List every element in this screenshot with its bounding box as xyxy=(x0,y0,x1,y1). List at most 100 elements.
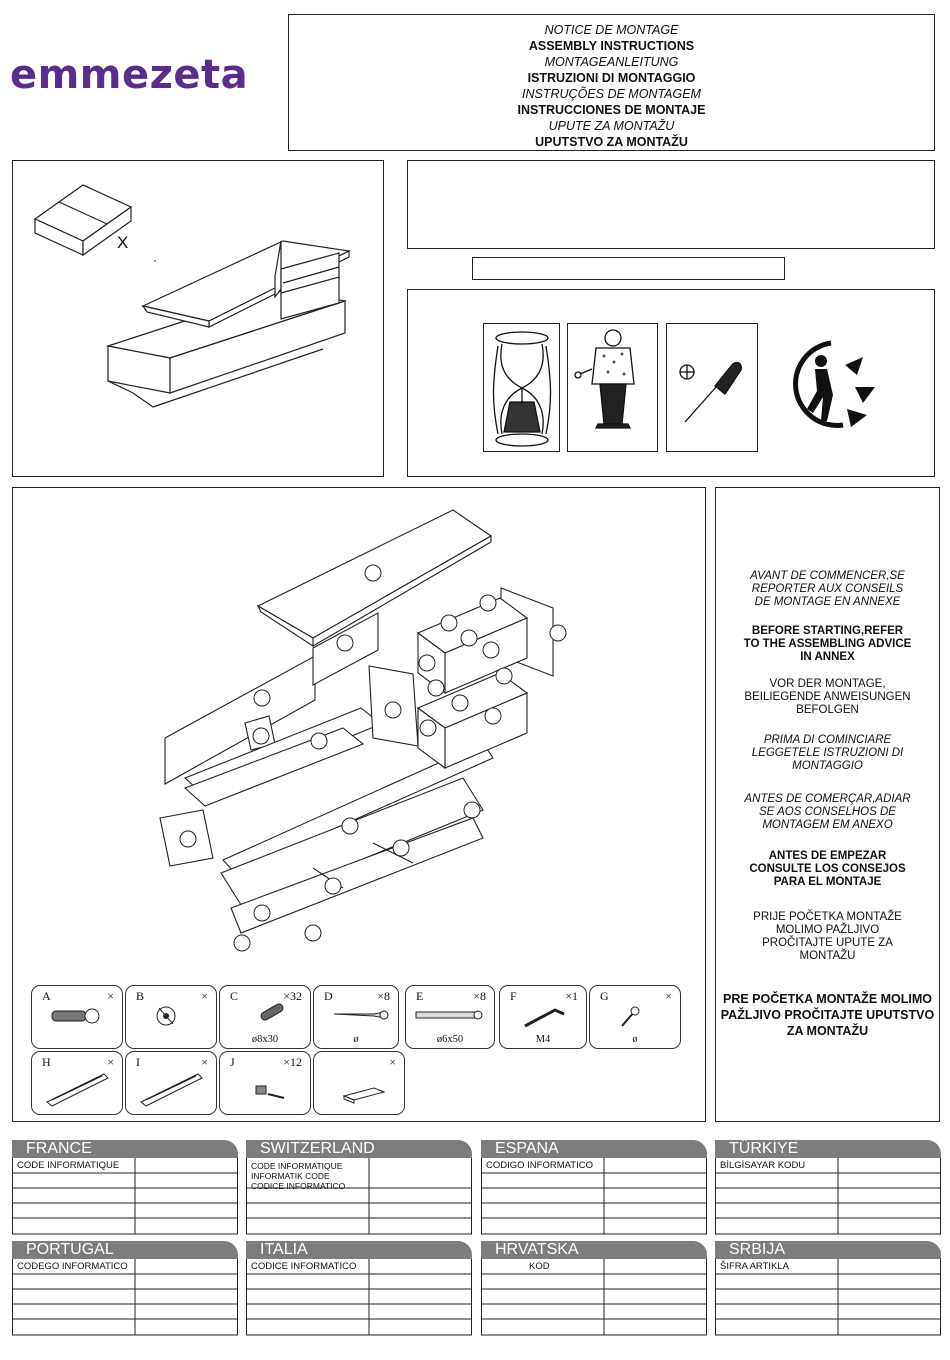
part-letter: A xyxy=(42,989,51,1003)
part-quantity: × xyxy=(389,1055,396,1069)
advice-line: ANTES DE EMPEZAR xyxy=(768,850,887,862)
country-tab: SWITZERLAND xyxy=(246,1140,472,1158)
part-dimension: ø6x50 xyxy=(436,1034,464,1045)
persons-required-tile xyxy=(567,323,658,452)
part-letter: D xyxy=(324,989,333,1003)
title-line: INSTRUÇÕES DE MONTAGEM xyxy=(522,87,701,101)
code-label: CODICE INFORMATICO xyxy=(251,1181,346,1191)
advice-line: BEFORE STARTING,REFER xyxy=(751,625,904,637)
advice-line: MONTAGGIO xyxy=(792,760,863,772)
advice-line: IN ANNEX xyxy=(800,651,855,663)
reference-field xyxy=(472,257,785,280)
part-letter: F xyxy=(510,989,517,1003)
hardware-part-c: C ×32 ø8x30 xyxy=(219,985,311,1049)
country-tab: HRVATSKA xyxy=(481,1241,707,1259)
hardware-part-i: I× xyxy=(125,1051,217,1115)
country-tab: SRBIJA xyxy=(715,1241,941,1259)
long-screw-icon xyxy=(415,1010,483,1020)
advice-line: MONTAGEM EM ANEXO xyxy=(762,819,893,831)
advice-line: PRIMA DI COMINCIARE xyxy=(763,734,892,746)
part-quantity: × xyxy=(201,1055,208,1069)
part-quantity: ×12 xyxy=(283,1055,302,1069)
code-label: CODICE INFORMATICO xyxy=(251,1261,357,1272)
advice-line: CONSULTE LOS CONSEJOS xyxy=(749,863,906,875)
code-label: KOD xyxy=(529,1261,550,1272)
advice-line: REPORTER AUX CONSEILS xyxy=(751,583,904,595)
country-code-table: CODEGO INFORMATICO xyxy=(12,1259,238,1336)
part-quantity: ×8 xyxy=(377,989,390,1003)
part-dimension: ø8x30 xyxy=(251,1034,279,1045)
advice-line: AVANT DE COMMENCER,SE xyxy=(750,570,905,582)
cam-lock-icon xyxy=(51,1008,100,1024)
title-line: UPUTSTVO ZA MONTAŽU xyxy=(535,135,688,149)
country-code-table: BİLGİSAYAR KODU xyxy=(715,1158,941,1235)
advice-line: PARA EL MONTAJE xyxy=(773,876,882,888)
advice-line: BEFOLGEN xyxy=(796,704,859,716)
part-letter: E xyxy=(416,989,424,1003)
advice-line: SE AOS CONSELHOS DE xyxy=(759,806,896,818)
country-code-table: KOD xyxy=(481,1259,707,1336)
dowel-icon xyxy=(260,1003,284,1021)
advice-line: ZA MONTAŽU xyxy=(786,1024,869,1038)
panel-piece-icon xyxy=(342,1087,386,1104)
small-screw-icon xyxy=(621,1006,640,1027)
part-letter: J xyxy=(230,1055,235,1069)
hardware-part-j: J ×12 xyxy=(219,1051,311,1115)
advice-line: PRIJE POČETKA MONTAŽE xyxy=(753,911,902,923)
part-letter: G xyxy=(600,989,609,1003)
advice-line: TO THE ASSEMBLING ADVICE xyxy=(743,638,912,650)
advice-line: PAŽLJIVO PROČITAJTE UPUTSTVO xyxy=(720,1008,935,1022)
country-code-table: CODE INFORMATIQUE xyxy=(12,1158,238,1235)
country-tab: ITALIA xyxy=(246,1241,472,1259)
drawer-rail-icon xyxy=(140,1073,203,1107)
screwdriver-icon xyxy=(679,361,742,423)
part-quantity: × xyxy=(107,989,114,1003)
hardware-part-h: H× xyxy=(31,1051,123,1115)
tools-required-tile xyxy=(666,323,758,452)
advice-line: VOR DER MONTAGE, xyxy=(769,678,886,690)
advice-line: PRE POČETKA MONTAŽE MOLIMO xyxy=(722,992,933,1006)
part-letter: C xyxy=(230,989,239,1003)
part-letter: I xyxy=(136,1055,140,1069)
hardware-part-g: G×ø xyxy=(589,985,681,1049)
part-letter: H xyxy=(42,1055,51,1069)
code-label: CODEGO INFORMATICO xyxy=(17,1261,128,1272)
part-quantity: ×1 xyxy=(565,989,578,1003)
title-line: NOTICE DE MONTAGE xyxy=(544,23,679,37)
tv-stand-illustration xyxy=(105,240,351,408)
exploded-assembly-diagram xyxy=(159,509,567,952)
part-quantity: ×32 xyxy=(283,989,302,1003)
title-line: ISTRUZIONI DI MONTAGGIO xyxy=(527,71,696,85)
package-count-mark: X xyxy=(117,233,129,252)
advice-block: PRE POČETKA MONTAŽE MOLIMO PAŽLJIVO PROČI… xyxy=(716,991,939,1039)
part-letter: B xyxy=(136,989,145,1003)
country-tab: TÜRKİYE xyxy=(715,1140,941,1158)
hardware-part-b: B× xyxy=(125,985,217,1049)
hardware-part-panel: × xyxy=(313,1051,405,1115)
country-code-table: ŠIFRA ARTIKLA xyxy=(715,1259,941,1336)
country-tab: FRANCE xyxy=(12,1140,238,1158)
recycling-icon xyxy=(793,340,875,428)
code-label: CODIGO INFORMATICO xyxy=(486,1160,593,1171)
package-box-icon xyxy=(33,184,133,257)
country-code-table: CODICE INFORMATICO xyxy=(246,1259,472,1336)
code-label: BİLGİSAYAR KODU xyxy=(720,1160,806,1171)
hardware-part-a: A× xyxy=(31,985,123,1049)
allen-key-icon xyxy=(524,1008,565,1028)
advice-line: MONTAŽU xyxy=(799,950,856,962)
advice-line: PROČITAJTE UPUTE ZA xyxy=(762,937,893,949)
cam-fitting-icon xyxy=(156,1006,176,1026)
code-label: INFORMATIK CODE xyxy=(251,1171,330,1181)
title-line: MONTAGEANLEITUNG xyxy=(544,55,679,69)
country-tab: ESPANA xyxy=(481,1140,707,1158)
hourglass-icon xyxy=(492,331,552,447)
